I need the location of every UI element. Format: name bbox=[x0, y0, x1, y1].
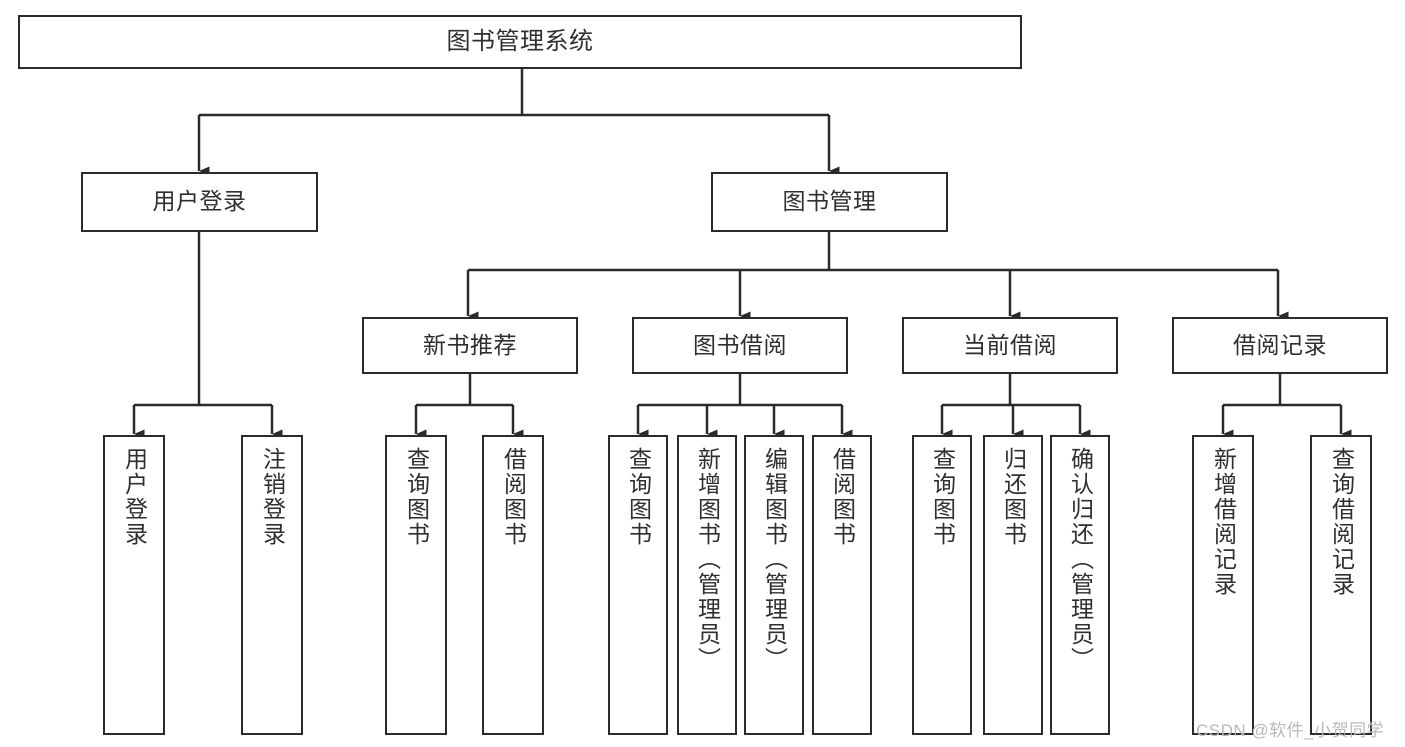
node-leaf-return[interactable]: 归还图书 bbox=[983, 435, 1043, 735]
node-label: 用户登录 bbox=[121, 447, 148, 547]
node-label: 编辑图书（管理员） bbox=[761, 447, 788, 672]
node-leaf-borrow1[interactable]: 借阅图书 bbox=[482, 435, 544, 735]
node-label: 新增图书（管理员） bbox=[694, 447, 721, 672]
node-label: 借阅图书 bbox=[500, 447, 527, 547]
node-label: 借阅图书 bbox=[829, 447, 856, 547]
node-label: 新增借阅记录 bbox=[1210, 447, 1237, 597]
node-borrow[interactable]: 图书借阅 bbox=[632, 317, 848, 374]
node-label: 查询图书 bbox=[403, 447, 430, 547]
node-label: 注销登录 bbox=[259, 447, 286, 547]
node-label: 当前借阅 bbox=[963, 331, 1057, 358]
node-leaf-logout[interactable]: 注销登录 bbox=[241, 435, 303, 735]
node-label: 图书借阅 bbox=[693, 331, 787, 358]
node-leaf-query2[interactable]: 查询图书 bbox=[608, 435, 668, 735]
node-label: 归还图书 bbox=[1000, 447, 1027, 547]
node-label: 查询图书 bbox=[625, 447, 652, 547]
node-label: 查询图书 bbox=[929, 447, 956, 547]
node-root[interactable]: 图书管理系统 bbox=[18, 15, 1022, 69]
node-leaf-borrow2[interactable]: 借阅图书 bbox=[812, 435, 872, 735]
node-login[interactable]: 用户登录 bbox=[81, 172, 318, 232]
node-label: 确认归还（管理员） bbox=[1067, 447, 1094, 672]
edge-lines bbox=[132, 69, 1352, 439]
node-label: 借阅记录 bbox=[1233, 331, 1327, 358]
node-records[interactable]: 借阅记录 bbox=[1172, 317, 1388, 374]
node-leaf-edit[interactable]: 编辑图书（管理员） bbox=[744, 435, 804, 735]
node-bookmgmt[interactable]: 图书管理 bbox=[711, 172, 948, 232]
node-leaf-query1[interactable]: 查询图书 bbox=[385, 435, 447, 735]
node-label: 新书推荐 bbox=[423, 331, 517, 358]
node-leaf-addrec[interactable]: 新增借阅记录 bbox=[1192, 435, 1254, 735]
node-newbook[interactable]: 新书推荐 bbox=[362, 317, 578, 374]
node-leaf-confirm[interactable]: 确认归还（管理员） bbox=[1050, 435, 1110, 735]
node-leaf-queryrec[interactable]: 查询借阅记录 bbox=[1310, 435, 1372, 735]
node-label: 图书管理 bbox=[782, 188, 877, 215]
node-label: 图书管理系统 bbox=[446, 27, 594, 55]
node-label: 查询借阅记录 bbox=[1328, 447, 1355, 597]
node-leaf-query3[interactable]: 查询图书 bbox=[912, 435, 972, 735]
node-label: 用户登录 bbox=[152, 188, 247, 215]
node-leaf-login[interactable]: 用户登录 bbox=[103, 435, 165, 735]
node-current[interactable]: 当前借阅 bbox=[902, 317, 1118, 374]
node-leaf-add[interactable]: 新增图书（管理员） bbox=[677, 435, 737, 735]
